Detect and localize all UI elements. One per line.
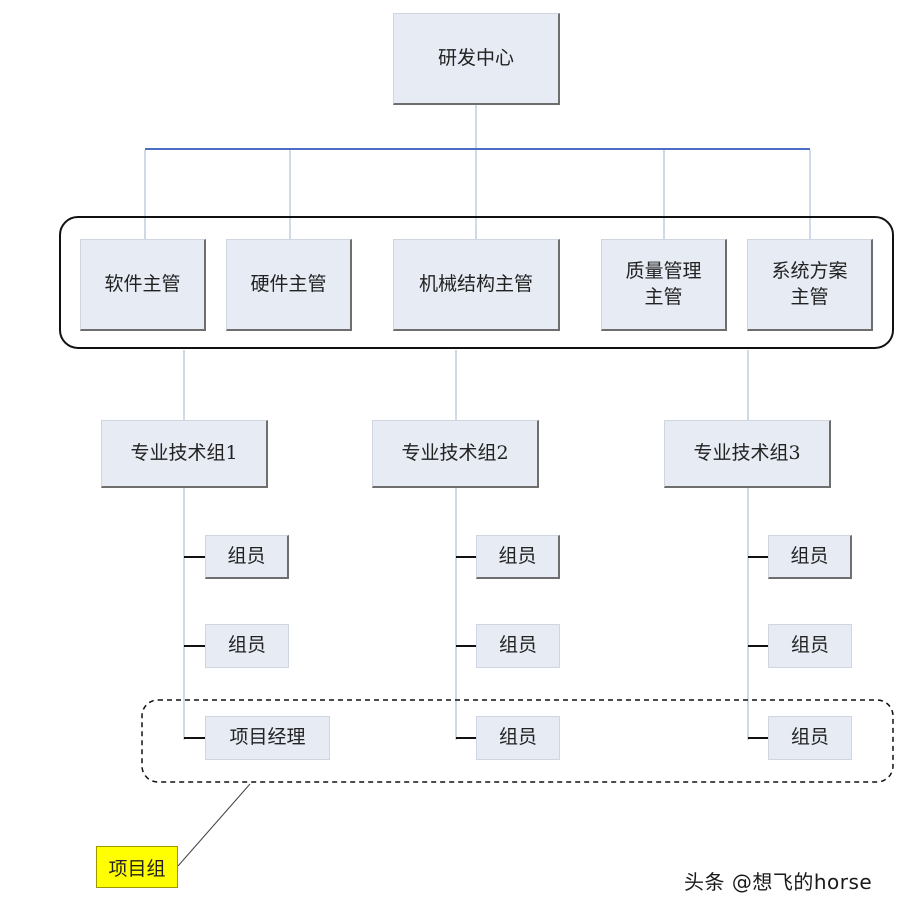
group-2-member-1: 组员 [476,535,560,579]
member-label: 组员 [790,726,829,749]
group-2-member-3: 组员 [476,716,560,760]
managers-frame [59,216,894,349]
member-label: 组员 [790,634,829,657]
group-1-label: 专业技术组1 [130,441,238,464]
group-3-member-3: 组员 [768,716,852,760]
group-1-member-1: 组员 [205,535,289,579]
manager-software-label: 软件主管 [104,272,181,295]
member-label: 组员 [790,544,829,567]
group-1-project-manager: 项目经理 [205,716,330,760]
manager-hardware: 硬件主管 [226,239,352,331]
group-2-label: 专业技术组2 [401,441,509,464]
center-box: 研发中心 [393,13,560,105]
group-3-member-2: 组员 [768,624,852,668]
manager-system-label: 系统方案 主管 [771,259,848,308]
project-group-frame [141,699,894,783]
group-2: 专业技术组2 [372,420,539,488]
manager-software: 软件主管 [80,239,206,331]
member-label: 组员 [498,726,537,749]
member-label: 组员 [227,634,266,657]
manager-hardware-label: 硬件主管 [250,272,327,295]
callout-pointer [177,783,251,867]
project-group-callout: 项目组 [96,846,178,888]
manager-quality: 质量管理 主管 [601,239,727,331]
group-1: 专业技术组1 [101,420,268,488]
project-manager-label: 项目经理 [229,726,306,749]
member-label: 组员 [498,544,537,567]
callout-label: 项目组 [108,857,166,880]
center-label: 研发中心 [437,46,514,69]
group-1-member-2: 组员 [205,624,289,668]
group-2-member-2: 组员 [476,624,560,668]
member-label: 组员 [227,544,266,567]
manager-mechanical-label: 机械结构主管 [418,272,533,295]
group-3: 专业技术组3 [664,420,831,488]
group-3-member-1: 组员 [768,535,852,579]
watermark: 头条 @想飞的horse [684,866,872,895]
manager-system: 系统方案 主管 [747,239,873,331]
watermark-text: 头条 @想飞的horse [684,870,873,894]
manager-quality-label: 质量管理 主管 [625,259,702,308]
group-3-label: 专业技术组3 [693,441,801,464]
member-label: 组员 [498,634,537,657]
manager-mechanical: 机械结构主管 [393,239,560,331]
